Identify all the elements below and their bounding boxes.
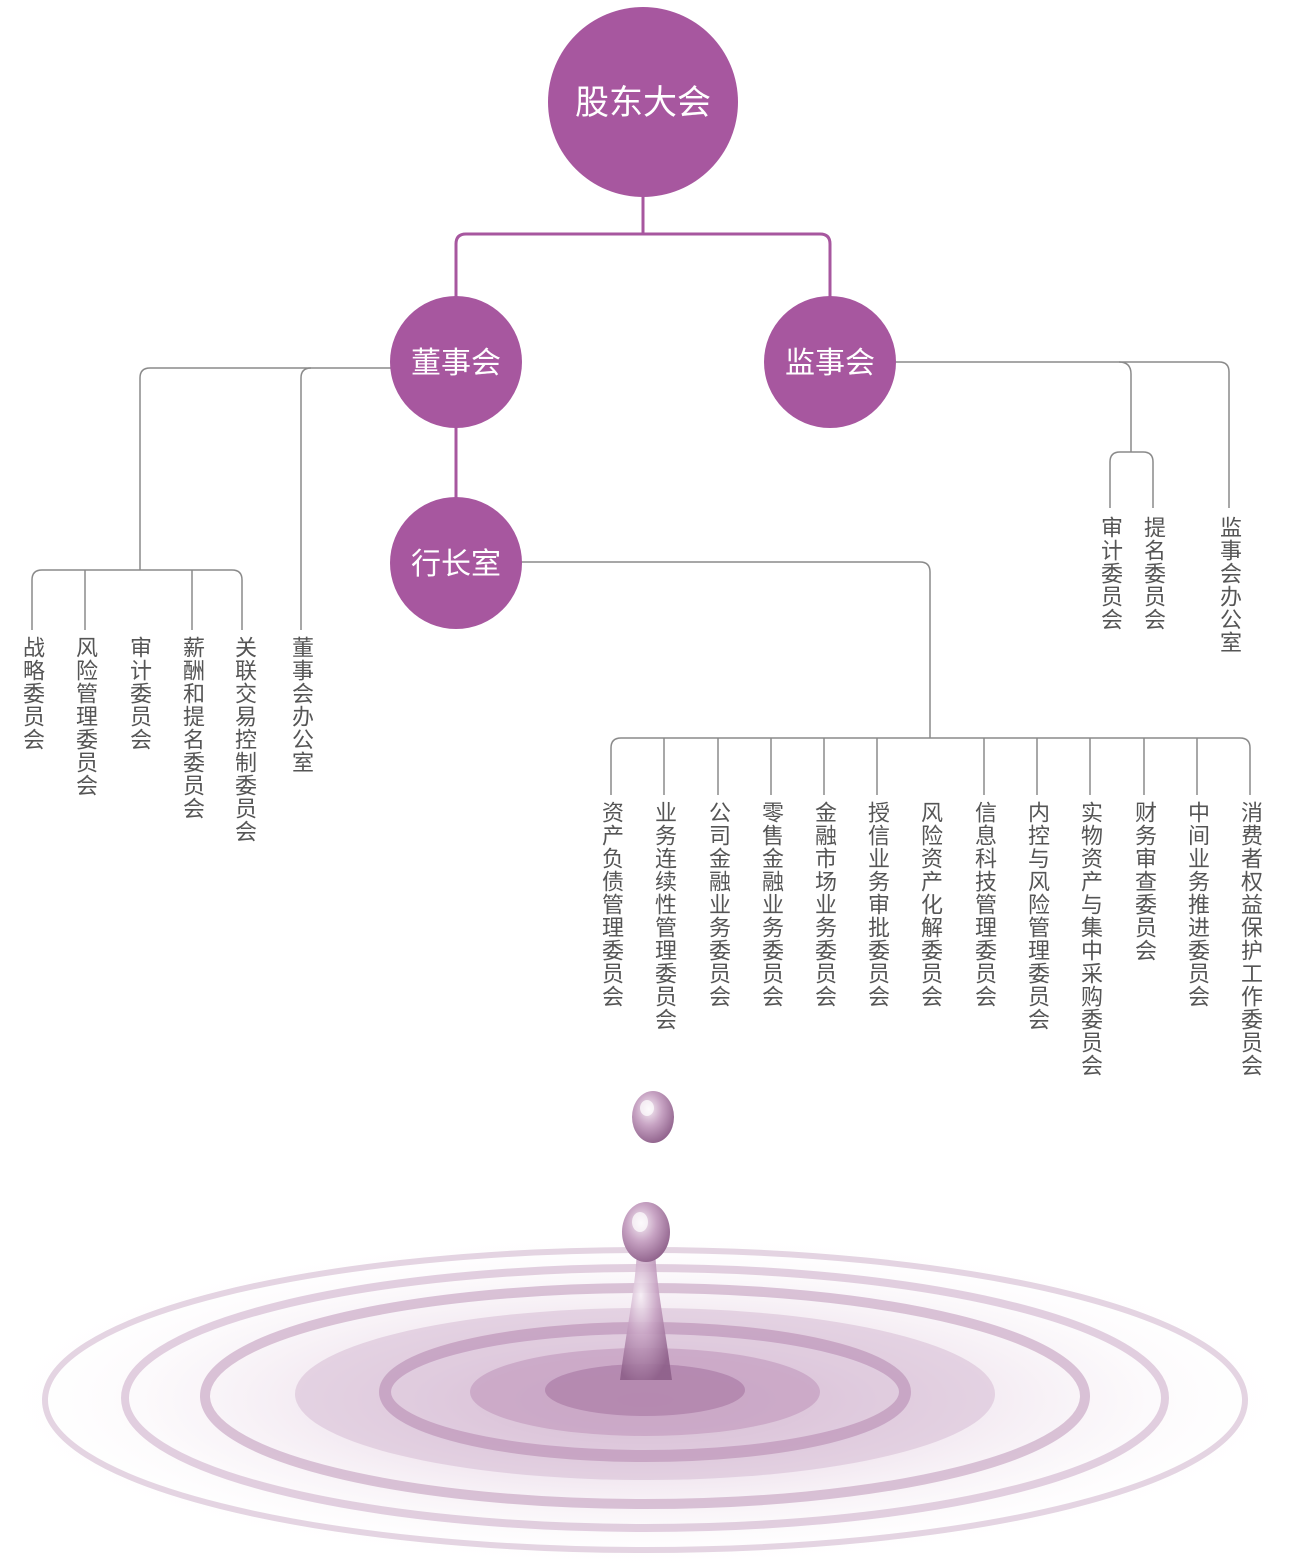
president-committee-finance: 财务审查委员会 (1131, 801, 1156, 962)
node-shareholders: 股东大会 (548, 7, 738, 197)
main-connectors (454, 196, 832, 498)
president-committee-continuity: 业务连续性管理委员会 (651, 801, 676, 1031)
supervisor-office: 监事会办公室 (1216, 516, 1241, 654)
board-committee-related-party: 关联交易控制委员会 (231, 636, 256, 843)
node-shareholders-label: 股东大会 (575, 83, 711, 123)
board-committee-risk: 风险管理委员会 (72, 636, 97, 797)
president-committee-risk-assets: 风险资产化解委员会 (917, 801, 942, 1008)
president-committee-credit: 授信业务审批委员会 (864, 801, 889, 1008)
node-board: 董事会 (390, 296, 522, 428)
branch-connectors (31, 361, 1251, 795)
supervisor-committee-audit: 审计委员会 (1097, 516, 1122, 631)
board-committee-strategy: 战略委员会 (19, 636, 44, 751)
board-office: 董事会办公室 (288, 636, 313, 774)
board-committee-remuneration: 薪酬和提名委员会 (179, 636, 204, 820)
president-committee-alm: 资产负债管理委员会 (598, 801, 623, 1008)
president-committee-markets: 金融市场业务委员会 (811, 801, 836, 1008)
president-committee-consumer: 消费者权益保护工作委员会 (1237, 801, 1262, 1077)
president-committee-retail: 零售金融业务委员会 (758, 801, 783, 1008)
node-supervisors: 监事会 (764, 296, 896, 428)
node-supervisors-label: 监事会 (785, 346, 875, 381)
board-committee-audit: 审计委员会 (126, 636, 151, 751)
president-committee-corporate: 公司金融业务委员会 (705, 801, 730, 1008)
president-committee-internal-control: 内控与风险管理委员会 (1024, 801, 1049, 1031)
supervisor-committee-nomination: 提名委员会 (1140, 516, 1165, 631)
node-president-office-label: 行长室 (411, 547, 501, 582)
president-committee-procurement: 实物资产与集中采购委员会 (1077, 801, 1102, 1077)
president-committee-intermediary: 中间业务推进委员会 (1184, 801, 1209, 1008)
president-committee-it: 信息科技管理委员会 (971, 801, 996, 1008)
node-president-office: 行长室 (390, 497, 522, 629)
water-drop-illustration (0, 1091, 1290, 1564)
node-board-label: 董事会 (411, 346, 501, 381)
